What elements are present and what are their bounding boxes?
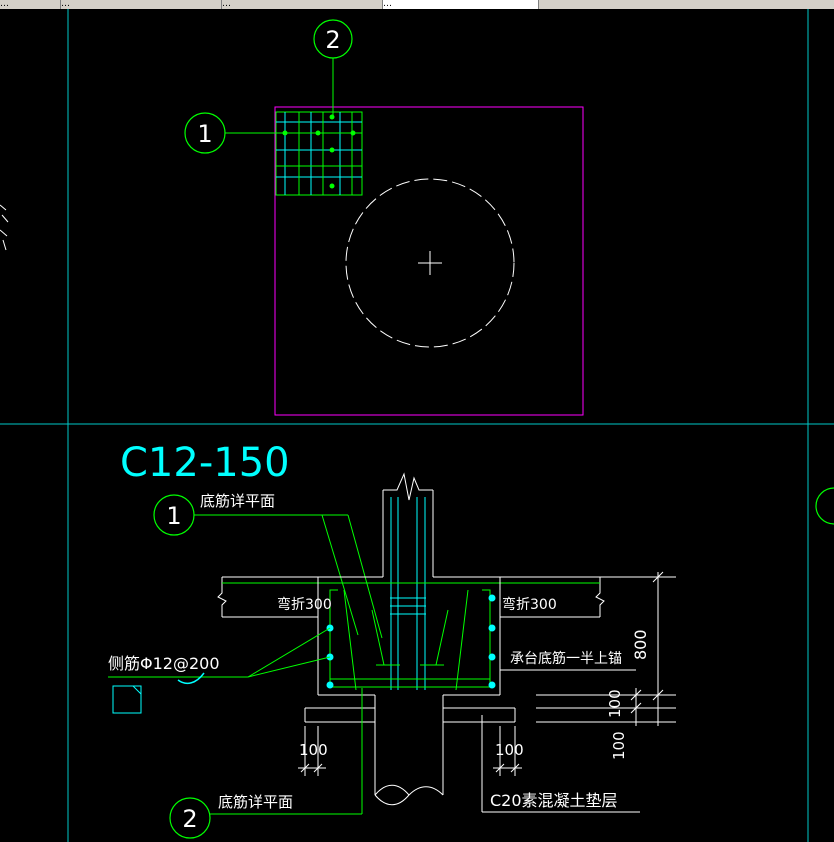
- dimension-800[interactable]: 800: [500, 571, 676, 726]
- rebar-grid-plan[interactable]: [275, 111, 363, 196]
- column-rebars: [390, 497, 426, 690]
- rebar-grid-frame: [275, 111, 363, 196]
- pad-label: C20素混凝土垫层: [490, 791, 618, 810]
- anchor-label: 承台底筋一半上锚: [510, 650, 622, 667]
- dimension-100-a-text: 100: [606, 689, 624, 718]
- section-callout-2-label: 底筋详平面: [218, 793, 293, 811]
- cap-rebars: [329, 589, 491, 691]
- tab-1[interactable]: …: [0, 0, 61, 9]
- dimension-100-left-text: 100: [299, 741, 328, 759]
- plan-callout-2[interactable]: 2: [313, 19, 353, 117]
- dimension-100-right-text: 100: [495, 741, 524, 759]
- side-bar-hook-mark: [177, 672, 205, 685]
- bend-label-left: 弯折300: [277, 596, 332, 613]
- dimension-100-right[interactable]: 100: [493, 726, 524, 776]
- dimension-800-text: 800: [631, 629, 650, 660]
- side-bar-dots: [326, 594, 496, 689]
- bend-label-right: 弯折300: [502, 596, 557, 613]
- pile-circle[interactable]: [345, 178, 515, 348]
- partial-callout-right: [815, 487, 834, 525]
- side-bar-symbol: [112, 685, 142, 714]
- side-bar-label: 侧筋Φ12@200: [108, 654, 220, 673]
- dimension-pad-stack[interactable]: 100 100: [536, 688, 676, 760]
- section-callout-1-number: 1: [166, 502, 181, 530]
- anchor-annotation[interactable]: 承台底筋一半上锚: [500, 650, 636, 671]
- section-callout-2[interactable]: 2 底筋详平面: [169, 688, 363, 839]
- column-outline[interactable]: [382, 472, 434, 577]
- pad-annotation[interactable]: C20素混凝土垫层: [481, 715, 640, 813]
- section-callout-1-label: 底筋详平面: [200, 492, 275, 510]
- pile-section[interactable]: [374, 695, 444, 806]
- section-view: C12-150 1 底筋详平面: [108, 440, 676, 839]
- section-callout-1[interactable]: 1 底筋详平面: [153, 492, 383, 639]
- plan-view: 2 1: [184, 19, 584, 416]
- beam-left[interactable]: [217, 576, 383, 618]
- tab-3[interactable]: …: [222, 0, 383, 9]
- pile-cap[interactable]: [317, 577, 501, 696]
- side-bar-annotation[interactable]: 侧筋Φ12@200: [108, 627, 331, 714]
- tab-2[interactable]: …: [61, 0, 222, 9]
- dimension-100-b-text: 100: [610, 731, 628, 760]
- section-callout-2-number: 2: [182, 805, 197, 833]
- cap-outline[interactable]: [274, 106, 584, 416]
- tab-4[interactable]: …: [383, 0, 539, 9]
- dimension-100-left[interactable]: 100: [298, 726, 328, 776]
- cushion-pad[interactable]: [304, 707, 516, 723]
- plan-callout-2-number: 2: [325, 26, 340, 54]
- tab-bar: … … … …: [0, 0, 834, 9]
- rebar-spec-title[interactable]: C12-150: [120, 440, 290, 486]
- plan-callout-1[interactable]: 1: [184, 112, 285, 154]
- frame-grid: [0, 9, 834, 842]
- plan-callout-1-number: 1: [197, 120, 212, 148]
- partial-glyph-left: [0, 204, 9, 251]
